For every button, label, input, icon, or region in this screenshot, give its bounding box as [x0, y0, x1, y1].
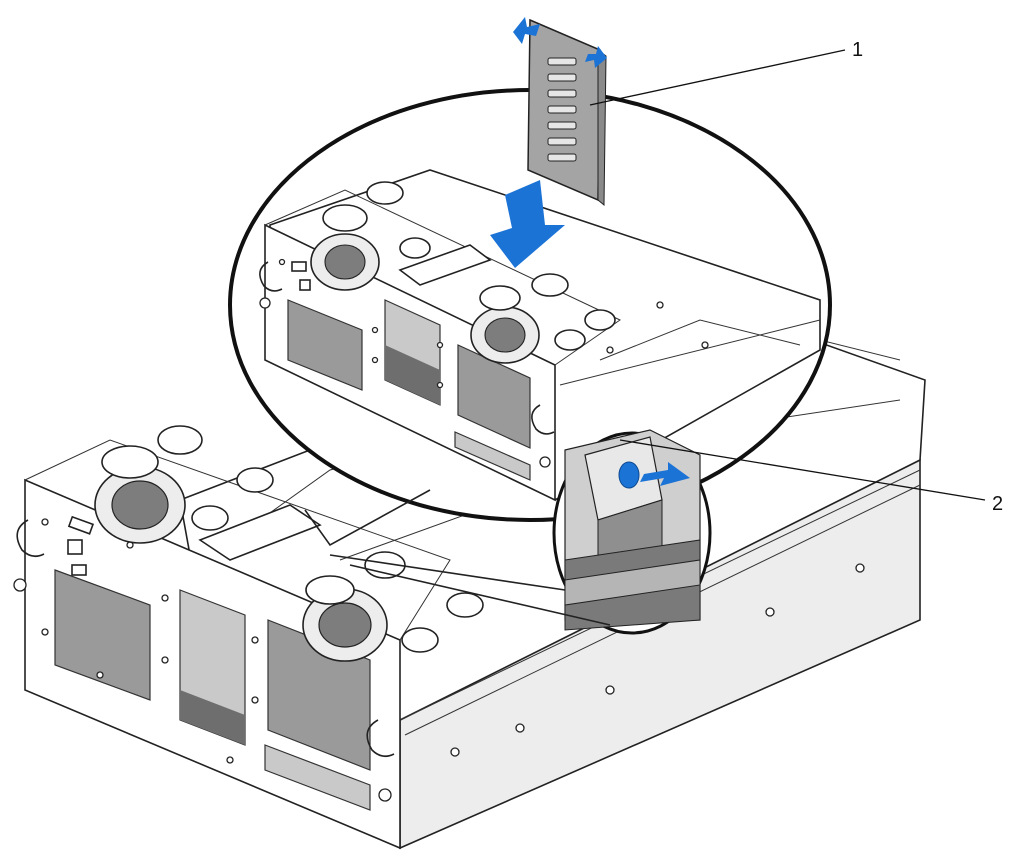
- press-latch-arrow-icon: [640, 462, 690, 486]
- callout-1: 1: [589, 39, 863, 106]
- thumbscrew-left-icon: [13, 578, 27, 592]
- backplane-connectors: [547, 57, 577, 162]
- magnified-fan-right: [470, 273, 616, 364]
- fan-vent-left: [54, 569, 151, 701]
- magnified-handle-left-icon: [259, 261, 283, 292]
- magnified-handle-right-icon: [531, 404, 555, 435]
- backplane-board: [513, 17, 607, 207]
- thumbscrew-right-icon: [378, 788, 392, 802]
- callout-2-number: 2: [992, 493, 1003, 515]
- lift-arrow-right-icon: [585, 46, 607, 68]
- lift-arrow-left-icon: [513, 17, 540, 44]
- insert-direction-arrow-icon: [490, 180, 565, 268]
- callout-2: 2: [619, 439, 1003, 515]
- release-latch-magnifier: [329, 429, 712, 635]
- magnified-vent-right: [457, 344, 531, 449]
- handle-left-icon: [16, 519, 45, 558]
- release-latch: [618, 461, 640, 489]
- magnified-vent-left: [287, 299, 363, 391]
- fan-assembly-lower-right: [302, 551, 484, 662]
- fan-assembly-lower-left: [94, 425, 322, 561]
- callout-1-number: 1: [852, 39, 863, 61]
- handle-right-icon: [366, 719, 395, 758]
- magnified-fan-left: [310, 181, 492, 291]
